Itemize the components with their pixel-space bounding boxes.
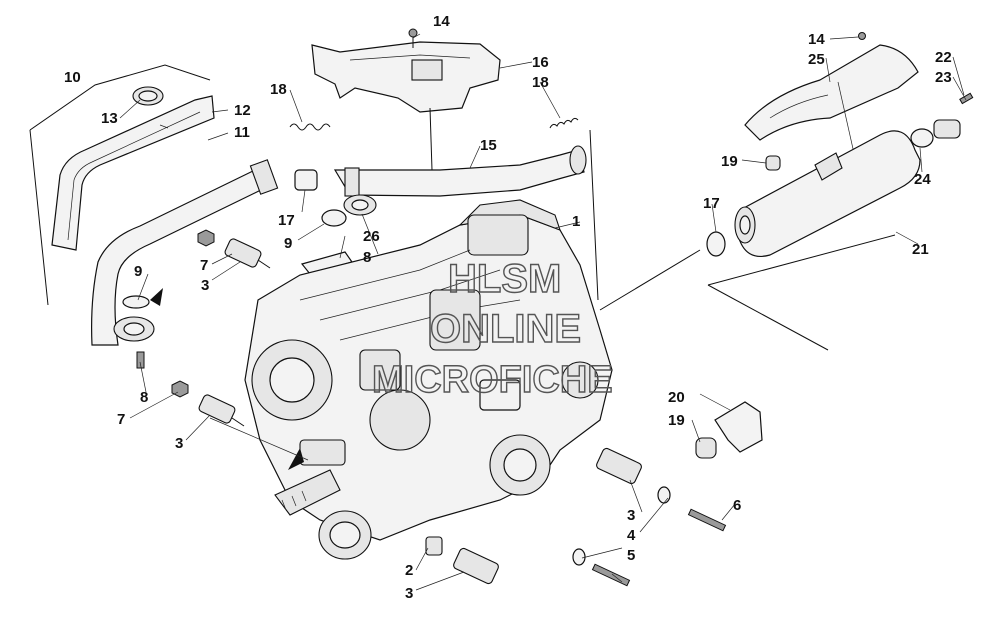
heat-shield-16 (311, 41, 501, 113)
gasket-17-right (706, 231, 726, 257)
callout-17: 17 (703, 195, 720, 212)
callout-9: 9 (134, 263, 142, 280)
callout-3: 3 (405, 585, 413, 602)
callout-16: 16 (532, 54, 549, 71)
callout-10: 10 (64, 69, 81, 86)
mount-right-upper (596, 447, 727, 532)
callout-11: 11 (234, 124, 250, 141)
callout-3: 3 (201, 277, 209, 294)
callout-1: 1 (572, 213, 580, 230)
callout-14: 14 (808, 31, 825, 48)
callout-20: 20 (668, 389, 685, 406)
heat-shield-12 (51, 95, 215, 251)
callout-23: 23 (935, 69, 952, 86)
gasket-9-mid (321, 209, 347, 227)
flange-8-mid (343, 194, 377, 216)
group-bracket-10 (29, 64, 211, 306)
callout-26: 26 (363, 228, 380, 245)
mount-lower-left (171, 380, 245, 427)
bracket-20 (714, 401, 763, 453)
callout-9: 9 (284, 235, 292, 252)
grommet-19-lower (695, 437, 717, 459)
grommet-19-upper (765, 155, 781, 171)
callout-24: 24 (914, 171, 931, 188)
callout-3: 3 (627, 507, 635, 524)
callout-21: 21 (912, 241, 929, 258)
callout-13: 13 (101, 110, 118, 127)
engine-1 (209, 199, 613, 560)
callout-12: 12 (234, 102, 251, 119)
callout-25: 25 (808, 51, 825, 68)
callout-7: 7 (117, 411, 125, 428)
mount-upper-left (197, 229, 271, 269)
callout-18: 18 (270, 81, 287, 98)
callout-labels: 1 2 3 3 3 3 4 5 6 7 7 8 8 9 9 10 11 12 1… (64, 13, 952, 602)
callout-15: 15 (480, 137, 497, 154)
watermark-line-2: ONLINE (430, 307, 581, 351)
callout-3: 3 (175, 435, 183, 452)
head-pipe-11 (91, 159, 279, 346)
watermark-line-3: MICROFICHE (372, 359, 613, 401)
exhaust-pipe-15 (333, 107, 587, 197)
gasket-9-left (122, 288, 163, 309)
group-bracket-21 (589, 129, 896, 351)
spring-18-right (549, 117, 579, 129)
leader-lines (119, 33, 967, 591)
callout-14: 14 (433, 13, 450, 30)
callout-4: 4 (627, 527, 636, 544)
callout-7: 7 (200, 257, 208, 274)
callout-17: 17 (278, 212, 295, 229)
callout-5: 5 (627, 547, 635, 564)
muffler-21 (734, 130, 921, 257)
callout-2: 2 (405, 562, 413, 579)
bolt-14-right (858, 32, 866, 40)
callout-19: 19 (668, 412, 685, 429)
callout-22: 22 (935, 49, 952, 66)
watermark: HLSM ONLINE MICROFICHE (371, 256, 613, 401)
screw-22-23 (959, 92, 974, 105)
callout-8: 8 (363, 249, 371, 266)
mount-right-lower (425, 536, 631, 587)
watermark-line-1: HLSM (448, 257, 561, 301)
callout-8: 8 (140, 389, 148, 406)
bolt-14-top (408, 28, 418, 48)
callout-19: 19 (721, 153, 738, 170)
bolt-8-left (136, 351, 145, 369)
sleeve-17-left (294, 169, 318, 191)
heat-shield-25 (744, 44, 919, 181)
callout-6: 6 (733, 497, 741, 514)
clamp-13 (132, 86, 164, 106)
spring-18-left (289, 123, 331, 131)
spark-arrestor-24 (910, 119, 961, 148)
callout-18: 18 (532, 74, 549, 91)
